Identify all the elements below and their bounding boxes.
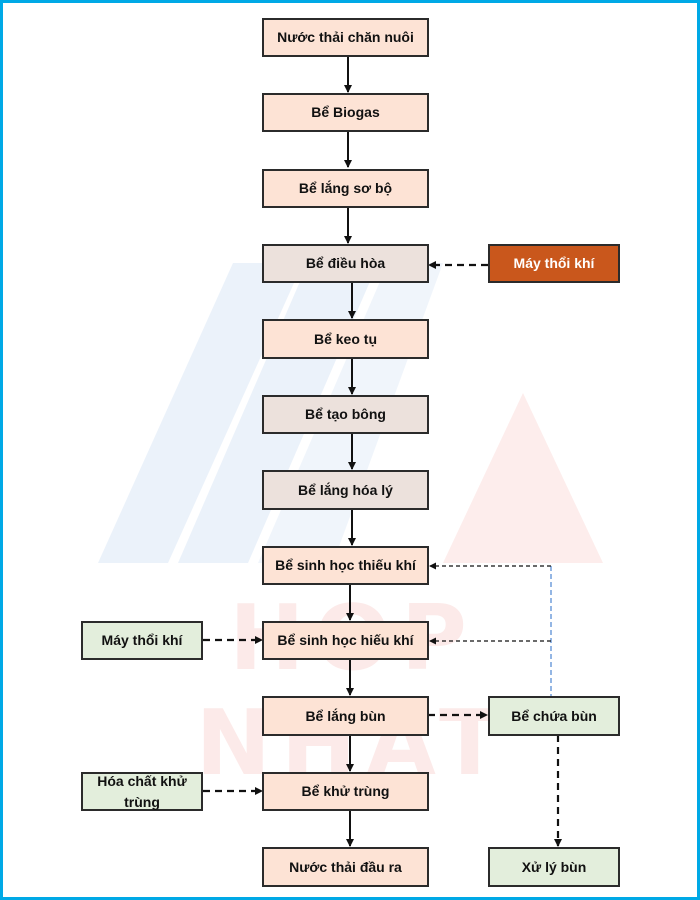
- node-coagulation: Bể keo tụ: [262, 319, 429, 359]
- node-anoxic: Bể sinh học thiếu khí: [262, 546, 429, 585]
- node-primary-settling: Bể lắng sơ bộ: [262, 169, 429, 208]
- node-blower-2: Máy thổi khí: [81, 621, 203, 660]
- node-sludge-tank: Bể chứa bùn: [488, 696, 620, 736]
- node-sludge-settling: Bể lắng bùn: [262, 696, 429, 736]
- node-biogas: Bể Biogas: [262, 93, 429, 132]
- node-chemical-settling: Bể lắng hóa lý: [262, 470, 429, 510]
- node-aerobic: Bể sinh học hiếu khí: [262, 621, 429, 660]
- node-equalization: Bể điều hòa: [262, 244, 429, 283]
- node-sludge-treatment: Xử lý bùn: [488, 847, 620, 887]
- node-flocculation: Bể tạo bông: [262, 395, 429, 434]
- node-blower-1: Máy thổi khí: [488, 244, 620, 283]
- node-disinfection-chemical: Hóa chất khử trùng: [81, 772, 203, 811]
- node-influent: Nước thải chăn nuôi: [262, 18, 429, 57]
- node-effluent: Nước thải đầu ra: [262, 847, 429, 887]
- connectors: [203, 57, 562, 847]
- node-disinfection: Bể khử trùng: [262, 772, 429, 811]
